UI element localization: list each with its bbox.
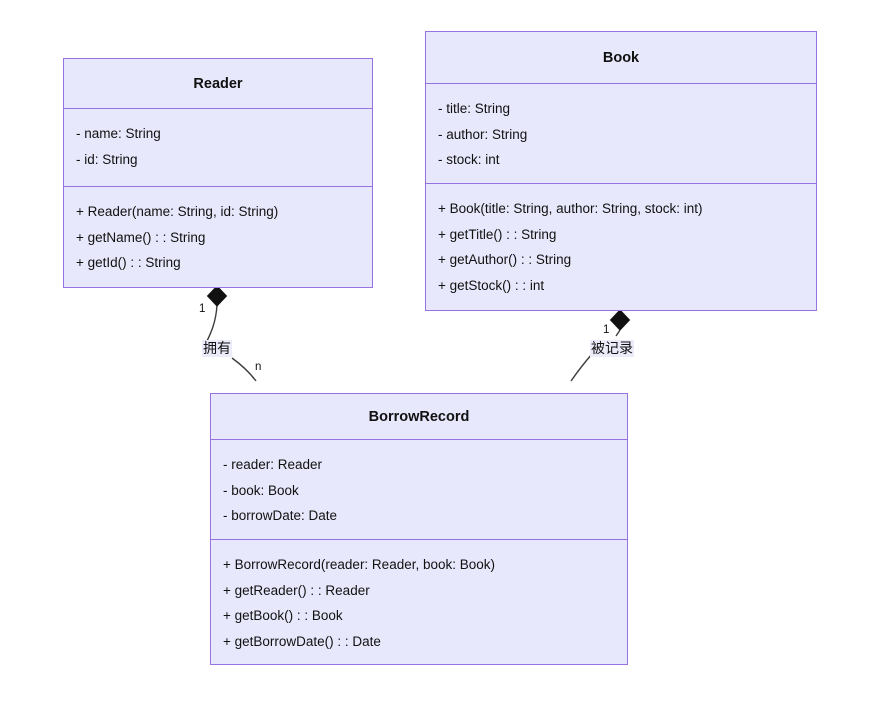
attribute-row: - name: String — [76, 126, 161, 141]
class-box-reader[interactable]: Reader - name: String - id: String + Rea… — [63, 58, 373, 288]
method-row: + getName() : : String — [76, 229, 206, 245]
class-attributes-reader: - name: String - id: String — [64, 109, 372, 187]
class-title-borrowrecord: BorrowRecord — [211, 394, 627, 440]
method-row: + BorrowRecord(reader: Reader, book: Boo… — [223, 557, 496, 572]
class-attributes-book: - title: String - author: String - stock… — [426, 84, 816, 184]
attribute-row: - book: Book — [223, 482, 299, 498]
method-row: + getBorrowDate() : : Date — [223, 633, 381, 649]
class-methods-reader: + Reader(name: String, id: String) + get… — [64, 187, 372, 285]
edge-label-is-recorded: 被记录 — [590, 340, 634, 357]
attribute-row: - author: String — [438, 126, 528, 142]
attribute-row: - reader: Reader — [223, 457, 323, 472]
method-row: + getTitle() : : String — [438, 226, 557, 242]
method-row: + getReader() : : Reader — [223, 582, 370, 598]
attribute-row: - stock: int — [438, 152, 500, 167]
multiplicity-reader-target: n — [255, 361, 262, 373]
edge-reader-borrowrecord — [202, 285, 257, 382]
class-box-borrowrecord[interactable]: BorrowRecord - reader: Reader - book: Bo… — [210, 393, 628, 665]
method-row: + Reader(name: String, id: String) — [76, 204, 279, 219]
class-methods-book: + Book(title: String, author: String, st… — [426, 184, 816, 308]
composition-diamond-book — [609, 309, 631, 331]
method-row: + getAuthor() : : String — [438, 252, 572, 267]
class-methods-borrowrecord: + BorrowRecord(reader: Reader, book: Boo… — [211, 540, 627, 664]
attribute-row: - title: String — [438, 101, 511, 116]
method-row: + getId() : : String — [76, 255, 181, 270]
multiplicity-book-source: 1 — [603, 324, 610, 336]
attribute-row: - borrowDate: Date — [223, 508, 338, 523]
edge-label-owns: 拥有 — [202, 340, 232, 357]
class-title-reader: Reader — [64, 59, 372, 109]
class-box-book[interactable]: Book - title: String - author: String - … — [425, 31, 817, 311]
multiplicity-reader-source: 1 — [199, 303, 206, 315]
method-row: + getBook() : : Book — [223, 608, 343, 623]
method-row: + getStock() : : int — [438, 277, 545, 293]
class-attributes-borrowrecord: - reader: Reader - book: Book - borrowDa… — [211, 440, 627, 540]
method-row: + Book(title: String, author: String, st… — [438, 201, 703, 216]
attribute-row: - id: String — [76, 151, 138, 167]
composition-diamond-reader — [206, 285, 228, 307]
class-title-book: Book — [426, 32, 816, 84]
